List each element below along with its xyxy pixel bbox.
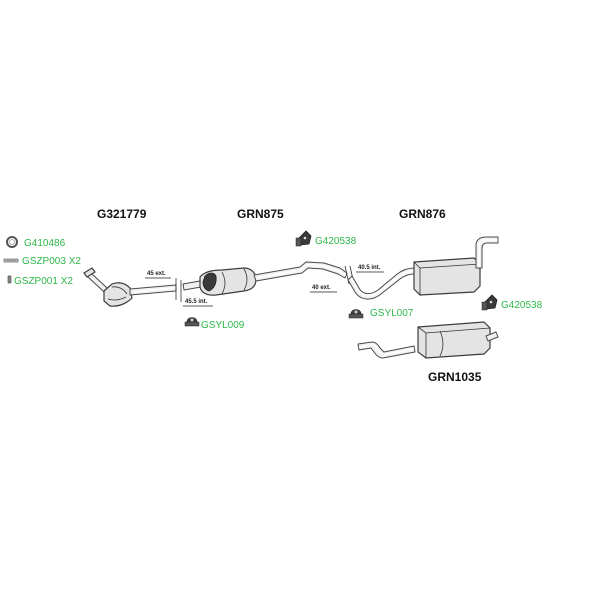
catalyst-code: G321779 <box>97 207 147 221</box>
middle-silencer-code: GRN875 <box>237 207 284 221</box>
clamp-rear-code: GSYL007 <box>370 308 414 319</box>
rear-silencer-b-part <box>357 321 499 359</box>
clamp-front-code: GSYL009 <box>201 320 245 331</box>
hanger-front-code: G420538 <box>315 236 357 247</box>
hanger-rear-icon <box>481 294 498 311</box>
front-joint <box>145 277 213 307</box>
stud-code: GSZP001 X2 <box>14 276 73 287</box>
hanger-rear-code: G420538 <box>501 300 543 311</box>
rear-ext-dimension: 40 ext. <box>312 285 331 291</box>
hanger-front-icon <box>295 230 312 247</box>
rear-silencer-a-code: GRN876 <box>399 207 446 221</box>
stud-icon <box>7 275 12 284</box>
clamp-rear-icon <box>348 309 364 319</box>
rear-silencer-b-code: GRN1035 <box>428 370 482 384</box>
front-ext-dimension: 45 ext. <box>147 271 166 277</box>
rear-int-dimension: 40.5 int. <box>358 265 381 271</box>
clamp-bolt-icon <box>3 258 19 263</box>
ring-gasket-icon <box>6 236 18 248</box>
clamp-front-icon <box>184 317 200 327</box>
middle-silencer-part <box>182 261 348 296</box>
front-int-dimension: 45.5 int. <box>185 299 208 305</box>
clamp-bolt-code: GSZP003 X2 <box>22 256 81 267</box>
rear-silencer-a-part <box>347 236 499 300</box>
ring-gasket-code: G410486 <box>24 238 66 249</box>
